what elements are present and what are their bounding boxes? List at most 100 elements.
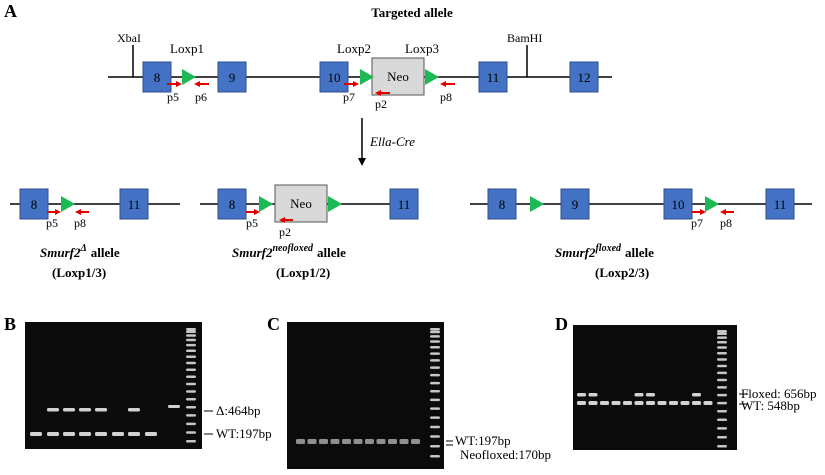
gel-d-wt-band (646, 401, 655, 405)
gel-b-wt-band (145, 432, 157, 436)
exon-10-box (319, 61, 349, 93)
neofloxed-exon-8-box (217, 188, 247, 220)
loxp1-triangle (182, 69, 196, 85)
gel-d-wt-band (669, 401, 678, 405)
primer-p2-arrow (375, 90, 390, 96)
gel-b-ladder-band (186, 355, 196, 358)
gel-c (287, 322, 444, 469)
gel-b-ladder-band (186, 390, 196, 393)
gel-c-wt-band (365, 439, 374, 444)
gel-b-ladder-band (186, 349, 196, 352)
loxp1-label: Loxp1 (170, 41, 204, 56)
cre-arrow-head (358, 158, 366, 166)
gel-c-ladder-band (430, 359, 440, 362)
gel-b-ladder-band (186, 375, 196, 378)
gel-b-ladder-band (186, 422, 196, 426)
neo-label: Neo (387, 69, 409, 84)
floxed-exon-9-box (560, 188, 590, 220)
neofloxed-primer-p5-label: p5 (246, 216, 258, 230)
neofloxed-neo-label: Neo (290, 196, 312, 211)
gel-c-ladder-band (430, 455, 440, 458)
loxp2-triangle (360, 69, 374, 85)
delta-primer-p8-label: p8 (74, 216, 86, 230)
loxp3-label: Loxp3 (405, 41, 439, 56)
gel-d-ladder-band (717, 445, 727, 448)
gel-d-wt-band (657, 401, 667, 405)
gel-d-ladder-band (717, 332, 727, 336)
gel-d-floxed-band (588, 393, 598, 397)
gel-b-ladder-band (186, 338, 196, 342)
floxed-exon-10-box (663, 188, 693, 220)
gel-d-ladder-band (717, 371, 727, 375)
gel-b-ladder-band (186, 414, 196, 417)
delta-loxp-triangle (61, 196, 75, 212)
gel-d-ladder-band (717, 346, 727, 349)
loxp3-triangle (425, 69, 439, 85)
gel-c-ladder-band (430, 328, 440, 331)
delta-exon-8-box (19, 188, 49, 220)
gel-d (573, 325, 737, 450)
exon-11-box (478, 61, 508, 93)
bamhi-label: BamHI (507, 31, 542, 45)
gel-b-delta-band (47, 408, 59, 412)
neofloxed-loxp-a (259, 196, 273, 212)
delta-primer-p5-arrow (47, 209, 61, 215)
gel-b-wt-band (79, 432, 91, 436)
gel-c-ladder-band (430, 335, 440, 338)
gel-d-ladder-band (717, 358, 727, 361)
gel-b-ladder-band (186, 431, 196, 434)
gel-d-wt-label: WT: 548bp (741, 398, 800, 413)
gel-b-ladder-band (186, 405, 196, 409)
delta-primer-p8-arrow (75, 209, 89, 215)
exon-9-box (217, 61, 247, 93)
gel-c-wt-band (411, 439, 420, 444)
panel-label-d: D (555, 314, 568, 334)
gel-c-ladder-band (430, 425, 440, 429)
exon-8-box (142, 61, 172, 93)
exon-9-label: 9 (229, 70, 236, 85)
floxed-primer-p8-label: p8 (720, 216, 732, 230)
gel-b-control-band (168, 405, 180, 408)
neofloxed-exon-8-label: 8 (229, 197, 236, 212)
gel-c-ladder-band (430, 340, 440, 343)
gel-b-wt-label: WT:197bp (216, 426, 272, 441)
exon-12-box (569, 61, 599, 93)
panel-label-b: B (4, 314, 16, 334)
primer-p8-label: p8 (440, 90, 452, 104)
gel-d-wt-band (634, 401, 644, 405)
neofloxed-primer-p2-arrow (279, 217, 293, 223)
primer-p6-label: p6 (195, 90, 207, 104)
gel-c-wt-band (330, 439, 340, 444)
gel-d-wt-band (692, 401, 701, 405)
gel-d-bands (577, 330, 727, 448)
primer-p8-arrow (440, 81, 455, 87)
gel-c-wt-band (388, 439, 397, 444)
gel-b-ladder-band (186, 361, 196, 365)
neofloxed-loxp-pair: (Loxp1/2) (276, 265, 330, 280)
floxed-exon-8-box (487, 188, 517, 220)
gel-c-ladder-band (430, 390, 440, 393)
gel-d-ladder-band (717, 352, 727, 355)
gel-d-wt-band (680, 401, 690, 405)
primer-p7-label: p7 (343, 90, 355, 104)
gel-c-ladder-band (430, 416, 440, 419)
gel-b-wt-band (63, 432, 75, 436)
gel-b-ladder-band (186, 368, 196, 371)
gel-c-wt-band (307, 439, 317, 444)
floxed-exon-11-box (765, 188, 795, 220)
gel-b-delta-band (128, 408, 140, 412)
delta-exon-11-box (119, 188, 149, 220)
gel-c-wt-band (342, 439, 351, 444)
gel-c-wt-band (319, 439, 328, 444)
primer-p2-label: p2 (375, 97, 387, 111)
ella-cre-label: Ella-Cre (369, 134, 415, 149)
gel-b-ladder-band (186, 330, 196, 333)
panel-label-a: A (4, 1, 17, 21)
gel-d-ladder-band (717, 364, 727, 368)
floxed-exon-8-label: 8 (499, 197, 506, 212)
gel-d-ladder-band (717, 401, 727, 405)
neofloxed-primer-p2-label: p2 (279, 225, 291, 239)
exon-8-label: 8 (154, 70, 161, 85)
gel-c-bands (296, 328, 440, 458)
